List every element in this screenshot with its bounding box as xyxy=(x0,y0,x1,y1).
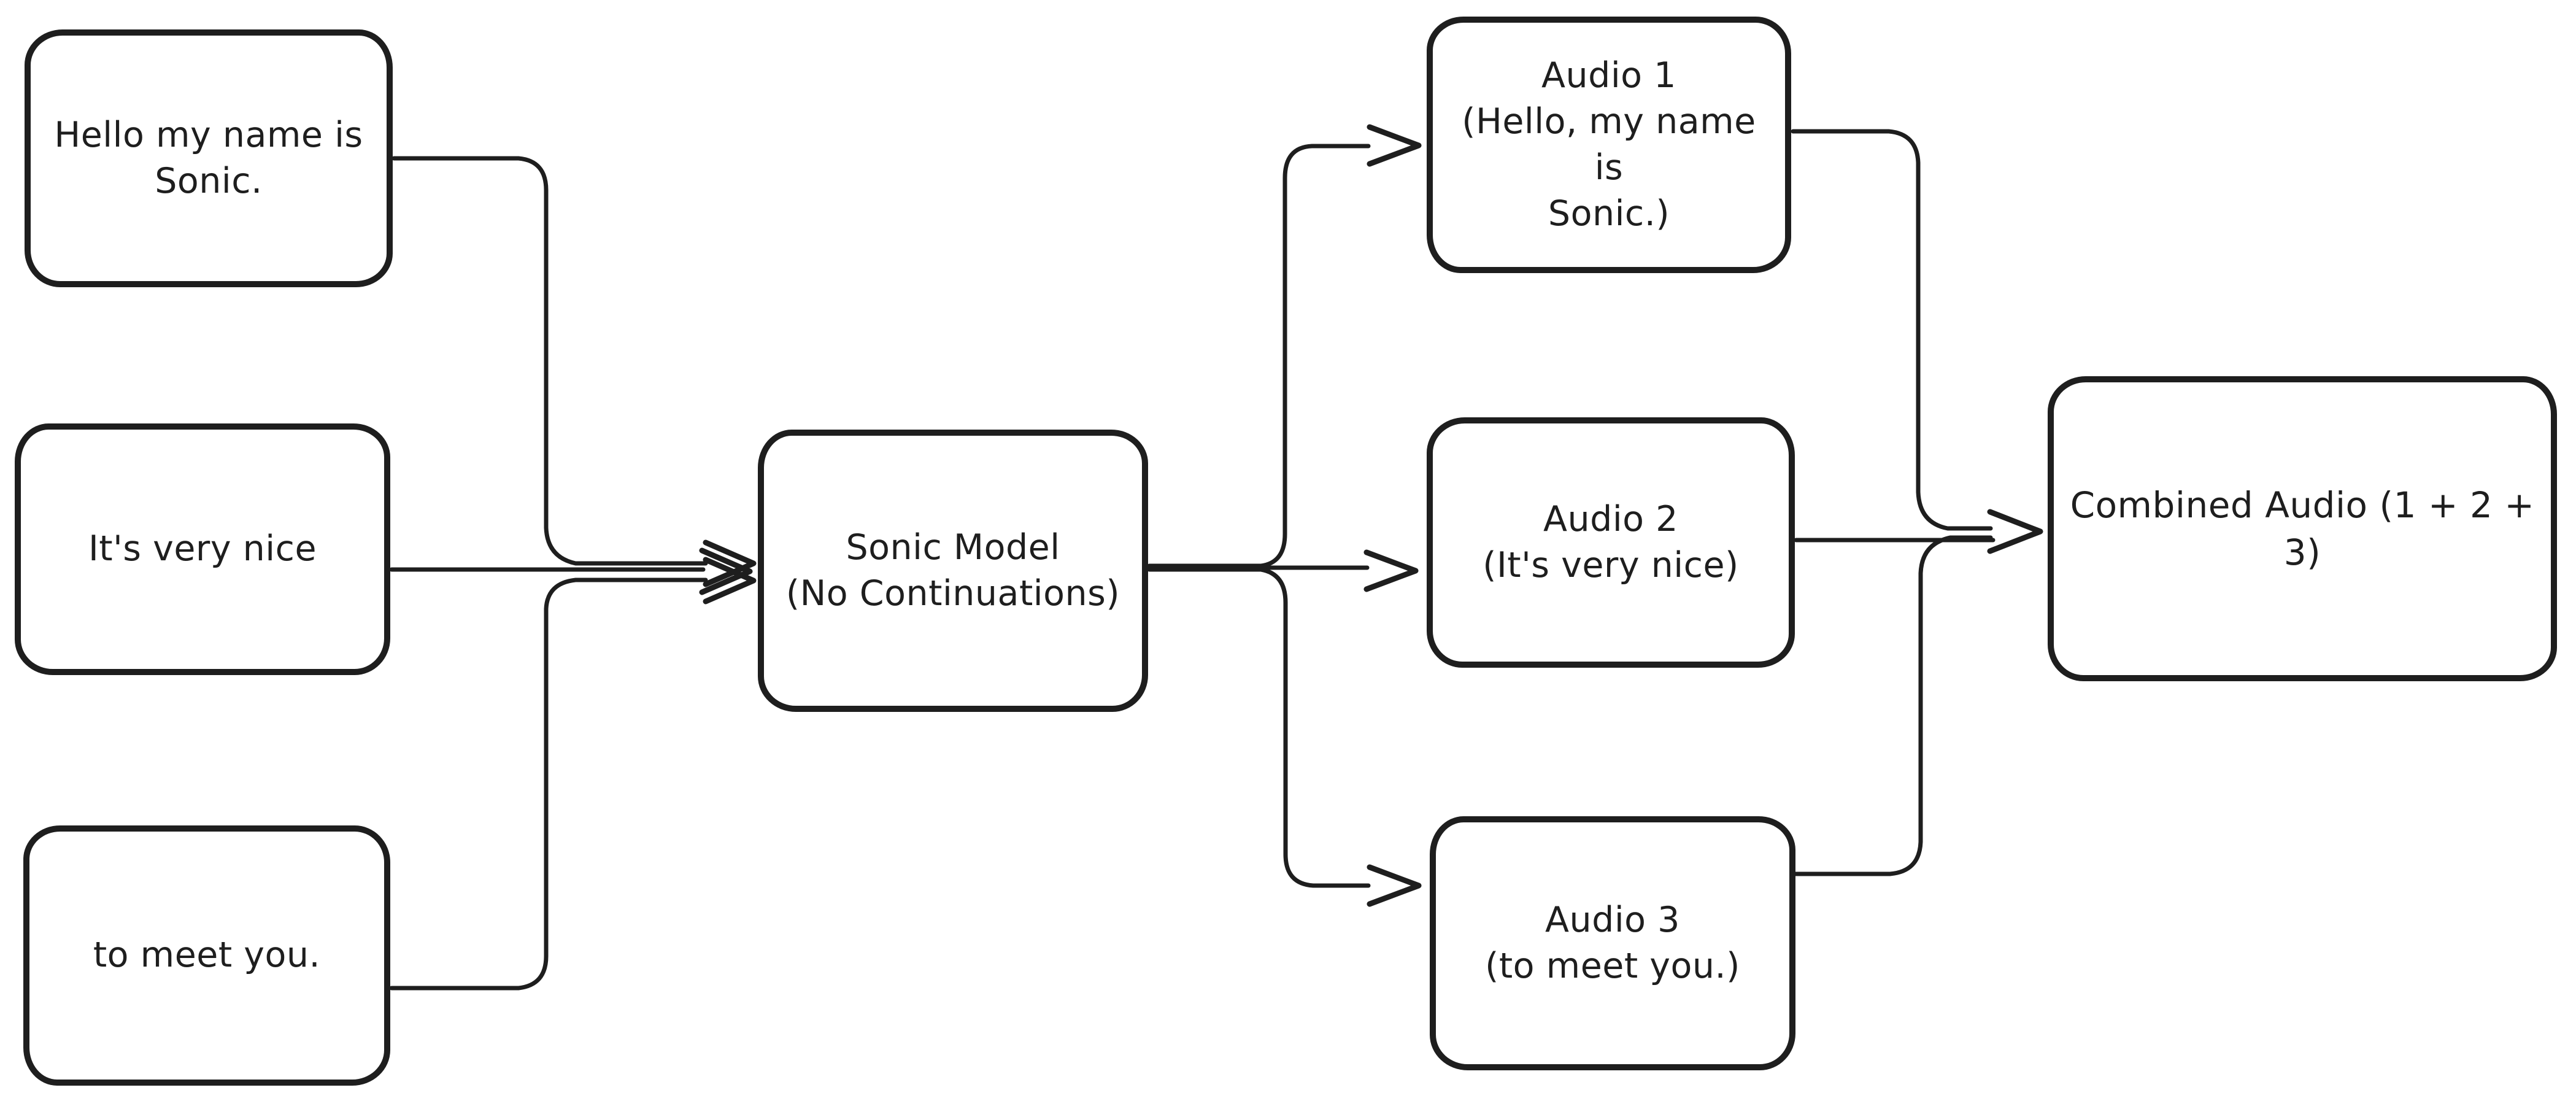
node-label: Combined Audio (1 + 2 + 3) xyxy=(2070,484,2535,573)
node-audio-1[interactable]: Audio 1 (Hello, my name is Sonic.) xyxy=(1427,17,1791,273)
edge-input2-model[interactable] xyxy=(389,547,753,595)
edge-audio2-combined[interactable] xyxy=(1794,509,2043,554)
node-combined-audio[interactable]: Combined Audio (1 + 2 + 3) xyxy=(2048,376,2557,681)
node-label: Audio 3 (to meet you.) xyxy=(1485,899,1740,986)
edge-input1-model[interactable] xyxy=(391,156,757,587)
node-input-text-1[interactable]: Hello my name is Sonic. xyxy=(25,29,393,287)
edge-input3-model[interactable] xyxy=(389,557,757,991)
edge-model-audio3[interactable] xyxy=(1147,567,1422,907)
node-label: Hello my name is Sonic. xyxy=(54,114,363,201)
node-input-text-3[interactable]: to meet you. xyxy=(23,825,390,1086)
edge-model-audio1[interactable] xyxy=(1147,124,1422,568)
node-label: to meet you. xyxy=(93,935,321,976)
node-audio-3[interactable]: Audio 3 (to meet you.) xyxy=(1430,816,1795,1070)
node-label: Sonic Model (No Continuations) xyxy=(785,527,1120,614)
node-label: Audio 1 (Hello, my name is Sonic.) xyxy=(1462,55,1756,234)
node-sonic-model[interactable]: Sonic Model (No Continuations) xyxy=(758,430,1148,712)
node-label: Audio 2 (It's very nice) xyxy=(1483,498,1739,585)
node-audio-2[interactable]: Audio 2 (It's very nice) xyxy=(1427,417,1795,668)
node-label: It's very nice xyxy=(88,528,317,570)
node-input-text-2[interactable]: It's very nice xyxy=(15,423,390,675)
edge-audio1-combined[interactable] xyxy=(1791,129,1993,531)
edge-audio3-combined[interactable] xyxy=(1792,535,1993,876)
